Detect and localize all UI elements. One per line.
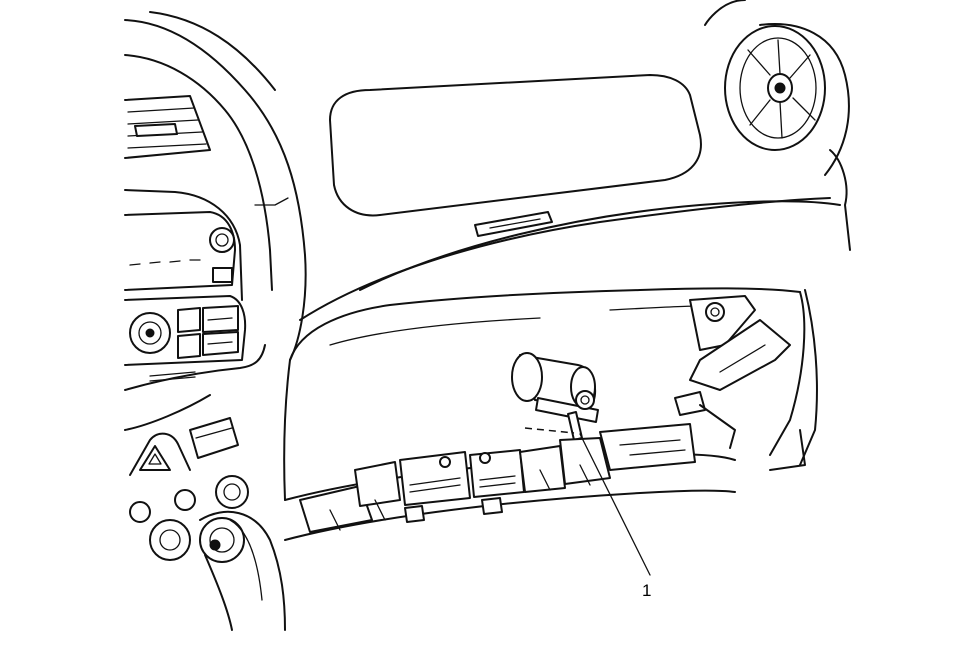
instrument-panel-outline <box>124 11 307 431</box>
side-air-vent <box>704 0 851 251</box>
knee-bolster-opening <box>283 287 818 501</box>
steering-column-shroud <box>199 510 286 631</box>
lower-knobs <box>129 417 249 563</box>
callout-label-1: 1 <box>642 581 651 600</box>
upper-dash <box>254 74 841 321</box>
center-air-vent <box>124 95 211 159</box>
cylinder-component <box>511 352 599 441</box>
lower-support-rail <box>284 423 736 541</box>
hazard-switch <box>129 432 191 476</box>
callout-leader-line <box>579 433 651 576</box>
right-bracket <box>674 295 791 449</box>
radio-controls <box>124 211 247 382</box>
